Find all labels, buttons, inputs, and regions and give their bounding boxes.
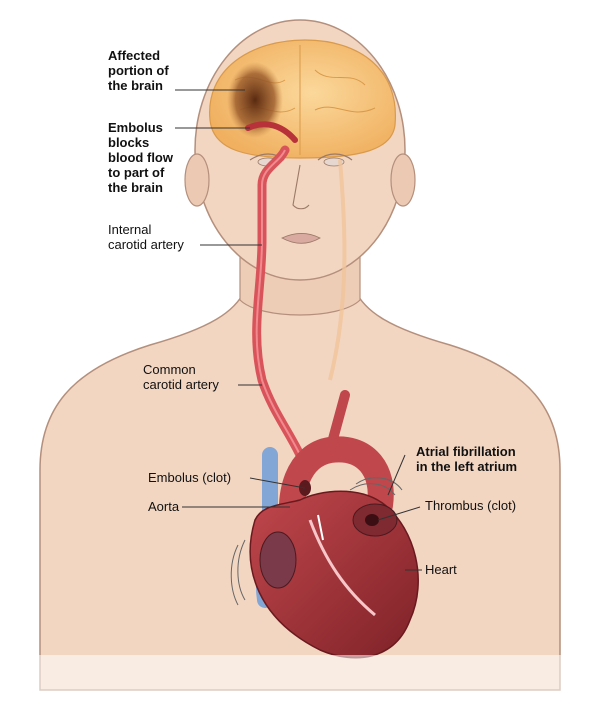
- label-aorta: Aorta: [148, 499, 180, 514]
- label-embolus-clot: Embolus (clot): [148, 470, 232, 485]
- ear-right: [390, 153, 416, 207]
- label-affected-brain: Affected portion of the brain: [108, 48, 169, 93]
- thrombus: [365, 514, 379, 526]
- leader-thrombus: [377, 506, 421, 521]
- label-embolus-blocks: Embolus blocks blood flow to part of the…: [108, 120, 173, 195]
- ear-left: [184, 153, 210, 207]
- leader-atrial: [387, 454, 406, 496]
- label-heart: Heart: [425, 562, 457, 577]
- label-internal-carotid: Internal carotid artery: [108, 222, 184, 252]
- leader-embolus-clot: [249, 477, 306, 489]
- label-atrial-fibrillation: Atrial fibrillation in the left atrium: [416, 444, 518, 474]
- label-thrombus: Thrombus (clot): [425, 498, 517, 513]
- affected-area: [227, 62, 283, 138]
- label-common-carotid: Common carotid artery: [143, 362, 219, 392]
